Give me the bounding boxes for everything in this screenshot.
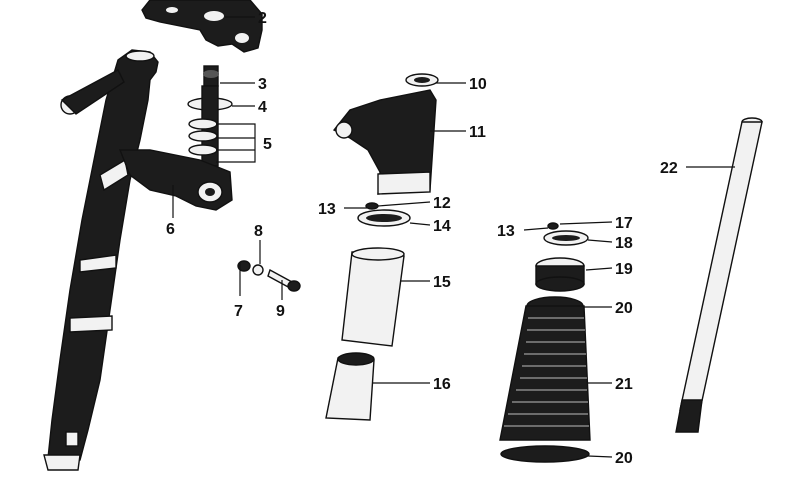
part-steering-stem (118, 65, 233, 211)
callout-13-lower: 13 (497, 223, 515, 240)
part-bellows (499, 296, 591, 463)
callout-12: 12 (433, 195, 451, 212)
part-sleeve (325, 352, 375, 421)
part-long-tube (675, 117, 763, 433)
part-cover-tube (341, 247, 405, 347)
callout-21: 21 (615, 376, 633, 393)
callout-labels: 2 3 4 5 6 7 8 9 10 11 12 13 14 15 16 13 … (166, 10, 678, 467)
callout-14: 14 (433, 218, 451, 235)
callout-10: 10 (469, 76, 487, 93)
part-ring-set-upper (357, 202, 411, 227)
callout-18: 18 (615, 235, 633, 252)
callout-6: 6 (166, 221, 175, 238)
callout-4: 4 (258, 99, 267, 116)
callout-19: 19 (615, 261, 633, 278)
callout-17: 17 (615, 215, 633, 232)
callout-20-lower: 20 (615, 450, 633, 467)
part-upper-bracket (141, 0, 263, 53)
callout-16: 16 (433, 376, 451, 393)
part-ring-set-lower (535, 222, 589, 292)
callout-2: 2 (258, 10, 267, 27)
callout-9: 9 (276, 303, 285, 320)
callout-20-upper: 20 (615, 300, 633, 317)
callout-3: 3 (258, 76, 267, 93)
callout-7: 7 (234, 303, 243, 320)
callout-13-upper: 13 (318, 201, 336, 218)
callout-22: 22 (660, 160, 678, 177)
callout-11: 11 (469, 124, 486, 141)
callout-8: 8 (254, 223, 263, 240)
part-nut-washer-bolt (237, 260, 301, 292)
part-upper-cover (332, 73, 439, 195)
callout-5: 5 (263, 136, 272, 153)
part-fork-leg (43, 49, 159, 471)
callout-15: 15 (433, 274, 451, 291)
leader-lines (172, 16, 735, 458)
